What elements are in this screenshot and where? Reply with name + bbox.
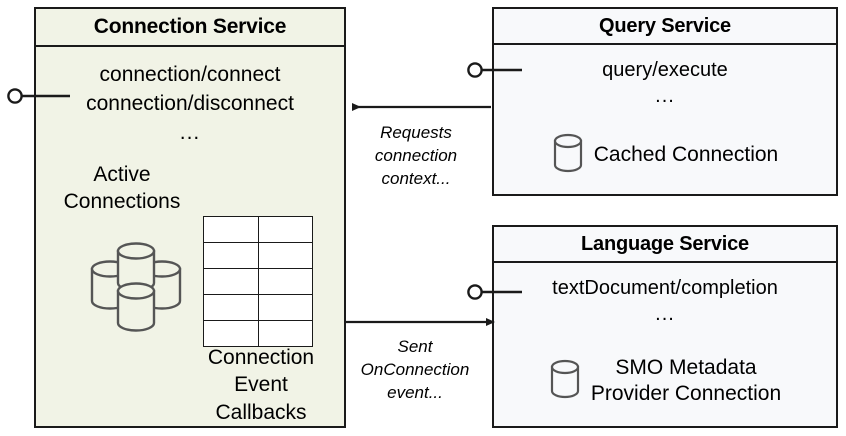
cached-connection-label: Cached Connection xyxy=(593,143,779,167)
table-row[interactable] xyxy=(203,216,313,243)
edge-label-requests-connection-context: Requests connection context... xyxy=(352,122,480,191)
operation-connection-connect[interactable]: connection/connect xyxy=(99,63,281,86)
table-cell[interactable] xyxy=(257,268,313,295)
table-cell[interactable] xyxy=(203,320,259,347)
language-service-title: Language Service xyxy=(494,227,836,263)
language-service-operations: textDocument/completion ... xyxy=(494,275,836,327)
callbacks-line-2: Event xyxy=(234,373,288,397)
database-icon xyxy=(549,357,581,406)
sent-line-3: event... xyxy=(387,382,443,402)
smo-line-1: SMO Metadata xyxy=(615,356,757,379)
component-language-service[interactable]: Language Service textDocument/completion… xyxy=(492,225,838,428)
table-cell[interactable] xyxy=(257,294,313,321)
table-cell[interactable] xyxy=(257,216,313,243)
requests-line-1: Requests xyxy=(380,123,452,142)
table-cell[interactable] xyxy=(203,268,259,295)
database-stack-icon xyxy=(84,239,188,344)
sent-line-2: OnConnection xyxy=(360,359,470,379)
table-row[interactable] xyxy=(203,320,313,347)
table-row[interactable] xyxy=(203,242,313,269)
table-cell[interactable] xyxy=(257,320,313,347)
connection-service-body: connection/connect connection/disconnect… xyxy=(36,47,344,426)
requests-line-3: context... xyxy=(381,168,451,188)
query-service-ellipsis: ... xyxy=(655,85,675,107)
table-cell[interactable] xyxy=(203,242,259,269)
table-cell[interactable] xyxy=(203,294,259,321)
component-query-service[interactable]: Query Service query/execute ... Cached C… xyxy=(492,7,838,196)
table-row[interactable] xyxy=(203,294,313,321)
table-cell[interactable] xyxy=(203,216,259,243)
query-service-title: Query Service xyxy=(494,9,836,45)
requests-line-2: connection xyxy=(374,145,458,165)
smo-metadata-provider-connection-label: SMO Metadata Provider Connection xyxy=(591,355,781,408)
connection-event-callbacks-label: Connection Event Callbacks xyxy=(186,344,336,426)
connection-service-operations: connection/connect connection/disconnect… xyxy=(36,61,344,148)
table-cell[interactable] xyxy=(257,242,313,269)
edge-label-sent-onconnection-event: Sent OnConnection event... xyxy=(348,336,482,405)
active-connections-label: Active Connections xyxy=(42,162,202,216)
smo-line-2: Provider Connection xyxy=(590,382,782,406)
connection-service-title: Connection Service xyxy=(36,9,344,47)
active-connections-line-1: Active xyxy=(93,163,151,186)
component-connection-service[interactable]: Connection Service connection/connect co… xyxy=(34,7,346,428)
callbacks-line-3: Callbacks xyxy=(215,400,307,424)
active-connections-line-2: Connections xyxy=(63,189,181,213)
table-row[interactable] xyxy=(203,268,313,295)
query-service-operations: query/execute ... xyxy=(494,57,836,109)
operation-textdocument-completion[interactable]: textDocument/completion xyxy=(552,277,778,299)
language-service-body: textDocument/completion ... SMO Metadata… xyxy=(494,263,836,426)
operation-query-execute[interactable]: query/execute xyxy=(602,59,728,81)
operation-connection-disconnect[interactable]: connection/disconnect xyxy=(86,91,294,115)
database-icon xyxy=(552,131,584,180)
sent-line-1: Sent xyxy=(397,337,433,356)
smo-metadata-provider-connection-row: SMO Metadata Provider Connection xyxy=(494,355,836,408)
query-service-body: query/execute ... Cached Connection xyxy=(494,45,836,194)
language-service-ellipsis: ... xyxy=(655,303,675,325)
callbacks-line-1: Connection xyxy=(207,346,315,369)
connection-service-ellipsis: ... xyxy=(179,120,201,144)
cached-connection-row: Cached Connection xyxy=(494,131,836,180)
connection-event-callbacks-table[interactable] xyxy=(203,216,313,347)
